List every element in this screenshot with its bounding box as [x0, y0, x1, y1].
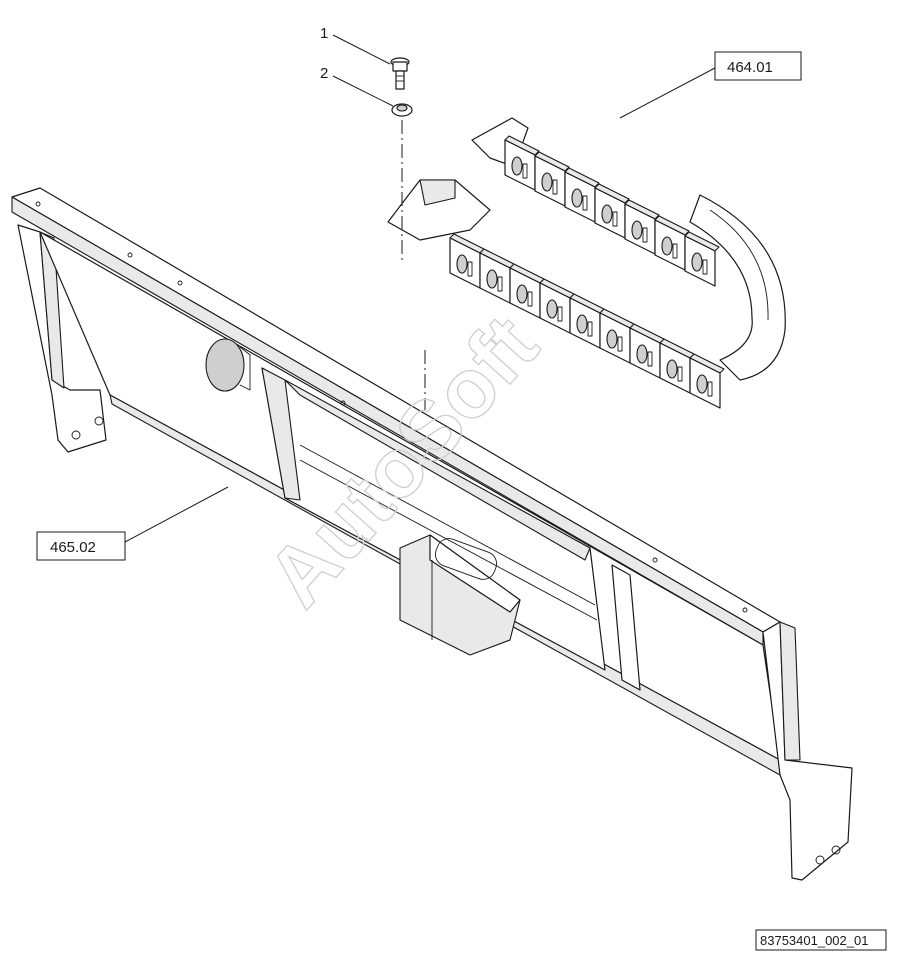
lower-chain-link	[479, 248, 515, 304]
callout-1: 1	[320, 25, 391, 65]
lower-chain-link	[509, 263, 545, 319]
callout-465-02: 465.02	[36, 486, 229, 561]
upper-chain-link	[624, 199, 660, 255]
callout-465-02-label: 465.02	[50, 539, 96, 556]
lower-chain-link	[449, 233, 485, 289]
drawing-id-box: 83753401_002_01	[755, 929, 887, 951]
callout-2-number: 2	[320, 65, 328, 82]
bolt	[390, 57, 410, 90]
assembly-centerline	[401, 120, 426, 410]
nut	[391, 103, 413, 117]
upper-chain-link	[534, 151, 570, 207]
upper-chain-link	[654, 215, 690, 271]
cable-carrier-chain	[387, 117, 786, 409]
lower-chain-link	[659, 338, 695, 394]
drawing-id-text: 83753401_002_01	[760, 933, 868, 948]
upper-chain-link	[504, 135, 540, 191]
support-frame	[11, 187, 853, 881]
lower-chain-link	[539, 278, 575, 334]
callout-464-01: 464.01	[619, 51, 802, 119]
lower-chain-link	[689, 353, 725, 409]
callout-1-number: 1	[320, 25, 328, 42]
lower-chain-link	[599, 308, 635, 364]
upper-chain-link	[564, 167, 600, 223]
upper-chain-link	[594, 183, 630, 239]
lower-chain-link	[629, 323, 665, 379]
callout-2: 2	[320, 65, 394, 107]
lower-chain-link	[569, 293, 605, 349]
callout-464-01-label: 464.01	[727, 59, 773, 76]
upper-chain-link	[684, 231, 720, 287]
